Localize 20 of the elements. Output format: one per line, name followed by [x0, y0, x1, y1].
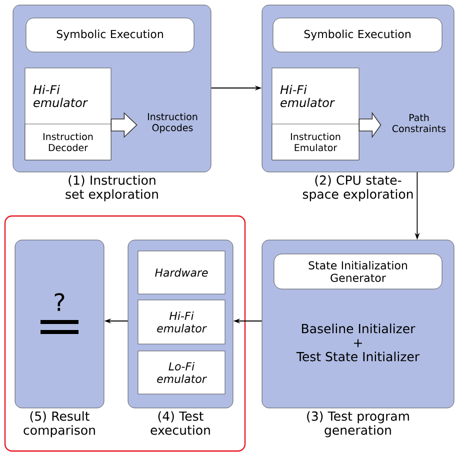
node-label: (2) CPU state-space exploration	[302, 175, 413, 202]
node-label: (5) Result comparison	[24, 411, 95, 438]
node-label: (1) Instruction set exploration	[66, 175, 158, 202]
initializer-text: Baseline Initializer + Test State Initializer	[296, 324, 420, 362]
stage-panel: ? (5) Result comparison	[14, 240, 104, 438]
block-arrow	[358, 112, 382, 138]
process-pill: Symbolic Execution	[272, 18, 442, 52]
group-frame	[4, 215, 246, 452]
process-pill: State Initialization Generator	[274, 254, 442, 290]
platform-box: Hi-Fi emulator	[138, 300, 226, 344]
output-text: Instruction Opcodes	[148, 112, 198, 134]
platform-box: Lo-Fi emulator	[138, 350, 226, 394]
component-box: Instruction Decoder	[24, 124, 112, 160]
node-label: (3) Test program generation	[307, 411, 409, 438]
block-arrow	[110, 112, 138, 138]
node-label: (4) Test execution	[150, 411, 210, 435]
component-box: Instruction Emulator	[272, 124, 360, 160]
output-text: Path Constraints	[392, 114, 446, 132]
platform-box: Hardware	[138, 250, 226, 294]
process-pill: Symbolic Execution	[26, 18, 194, 52]
